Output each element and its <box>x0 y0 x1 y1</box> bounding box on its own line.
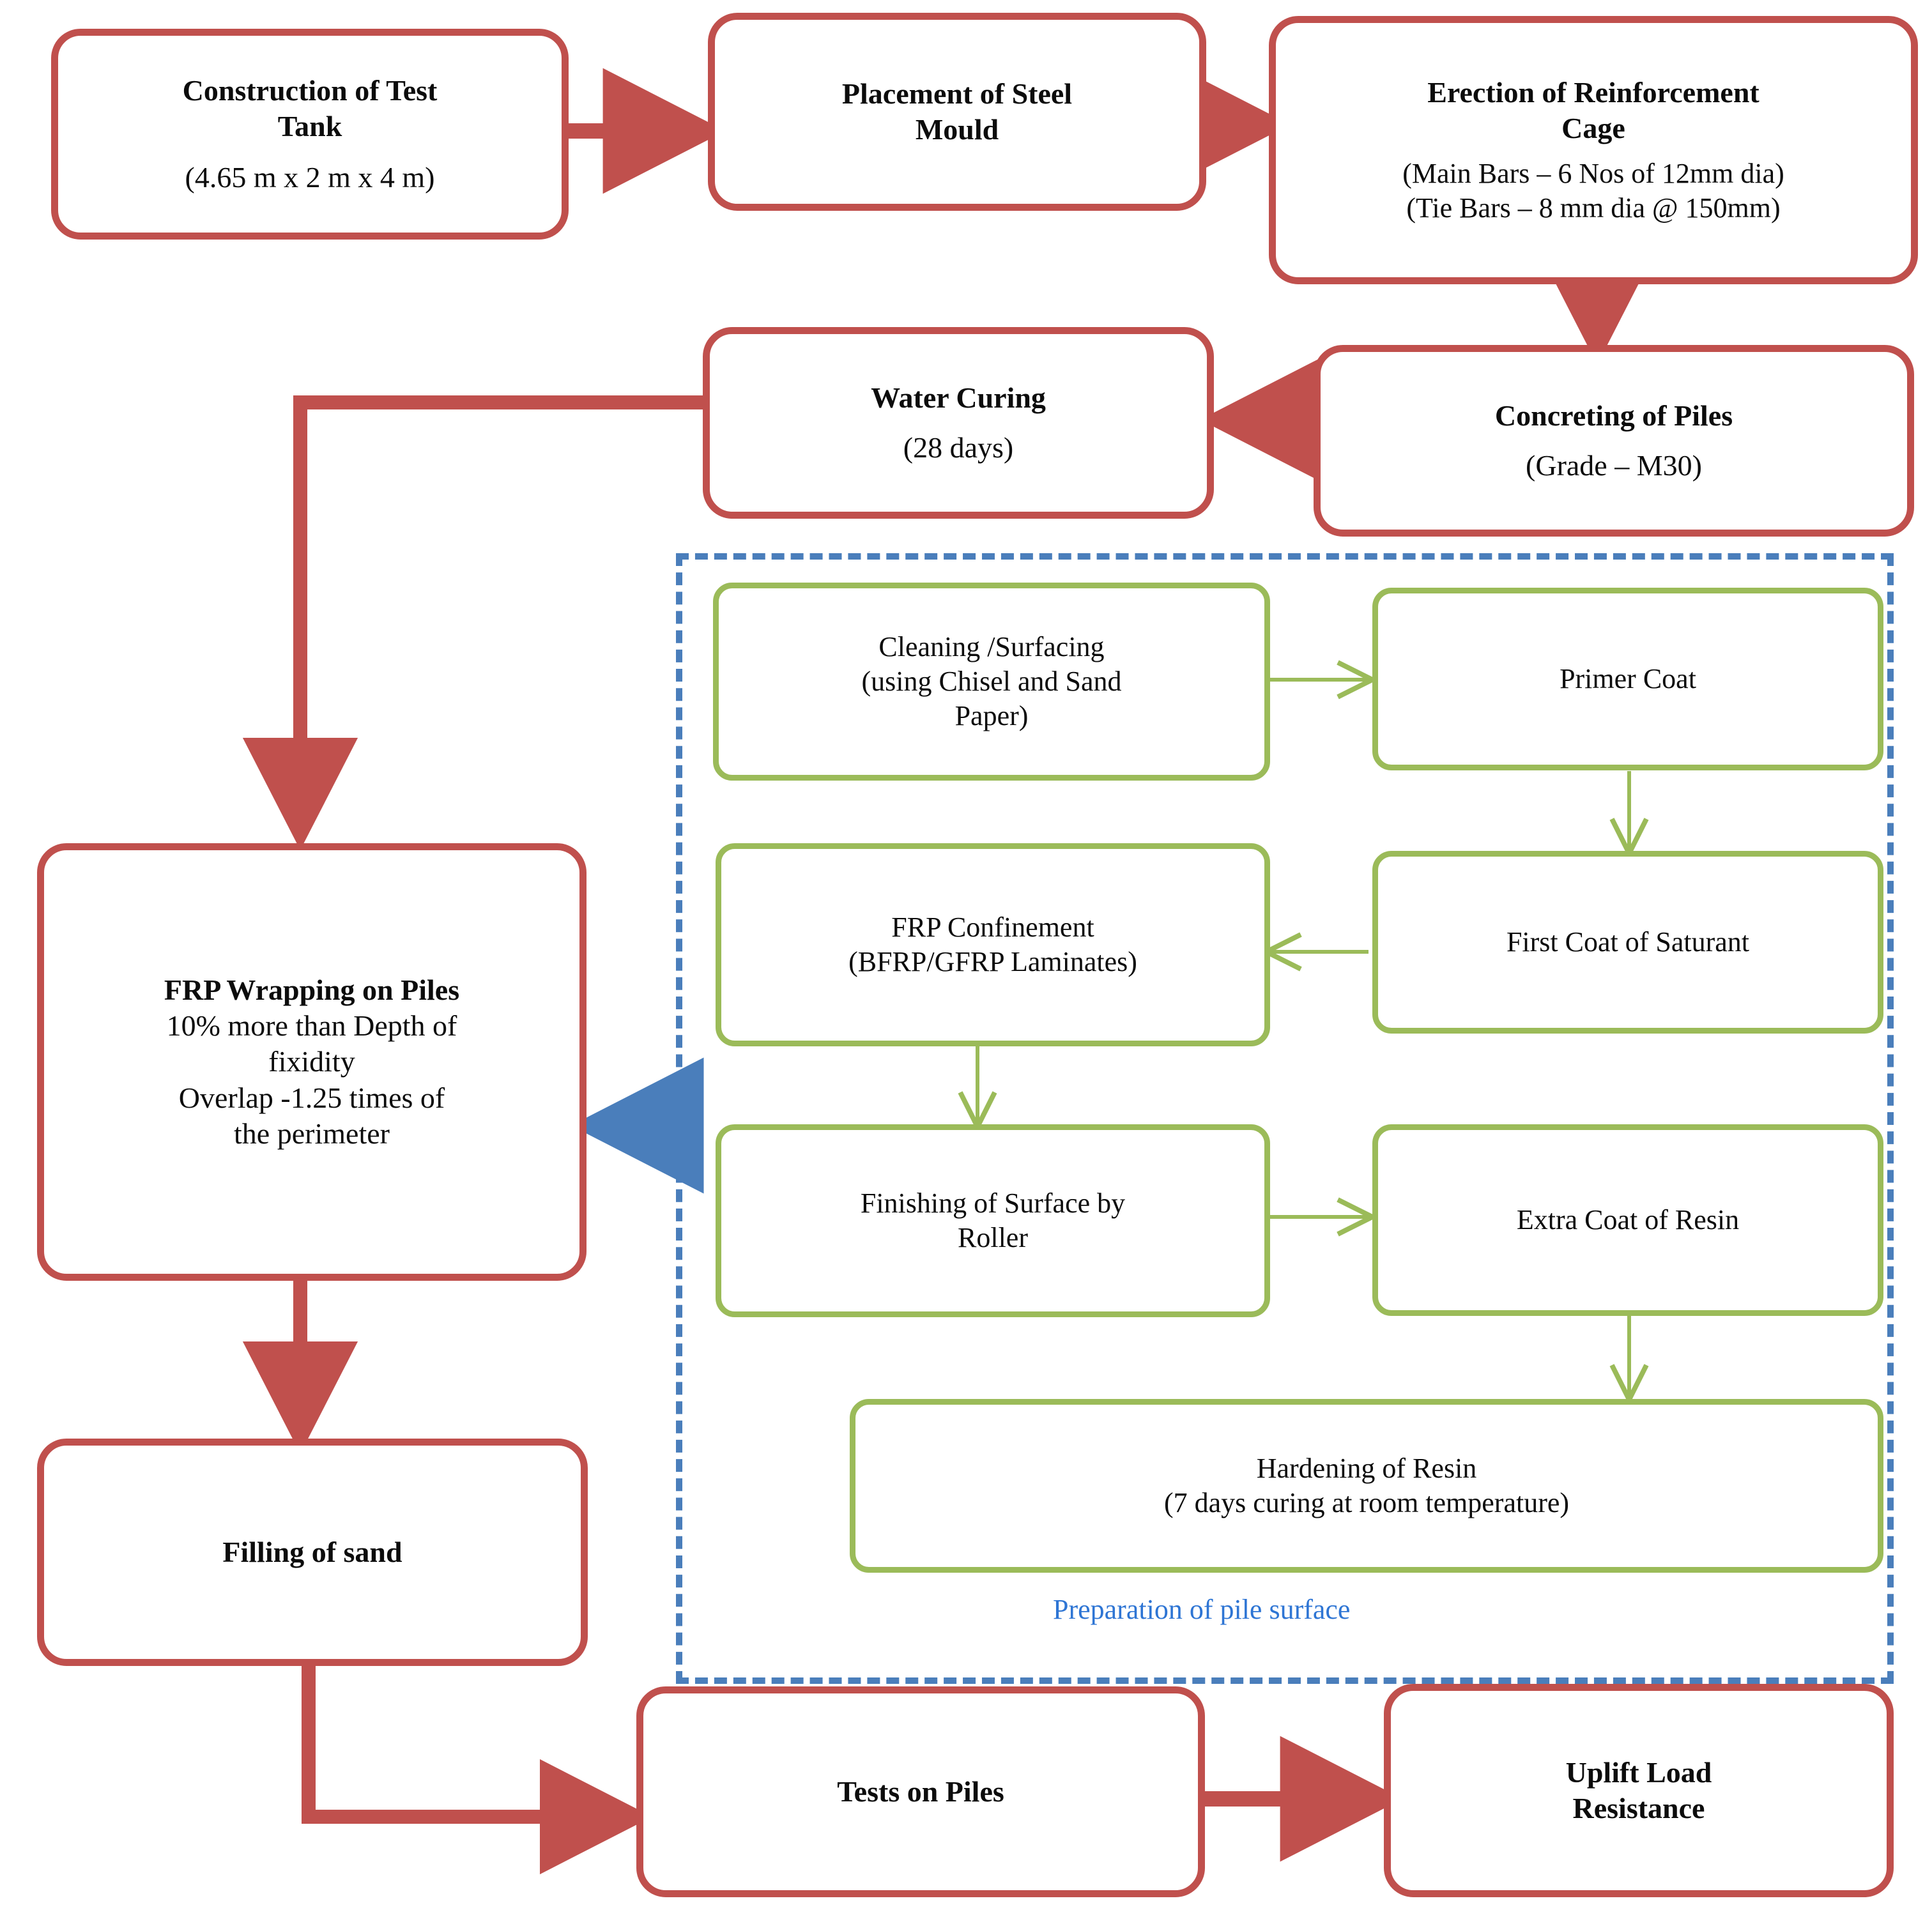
node-line: (Grade – M30) <box>1526 449 1702 482</box>
node-line: (Main Bars – 6 Nos of 12mm dia) <box>1402 158 1784 190</box>
node-tests-on-piles[interactable]: Tests on Piles <box>636 1686 1205 1897</box>
node-concreting-of-piles[interactable]: Concreting of Piles (Grade – M30) <box>1314 345 1914 537</box>
node-uplift-load-resistance[interactable]: Uplift Load Resistance <box>1384 1684 1894 1897</box>
node-line: Overlap -1.25 times of <box>178 1081 445 1114</box>
node-line: Construction of Test <box>182 73 438 107</box>
node-line: Paper) <box>954 699 1029 731</box>
node-filling-of-sand[interactable]: Filling of sand <box>37 1439 588 1666</box>
node-construction-of-test-tank[interactable]: Construction of Test Tank (4.65 m x 2 m … <box>51 29 569 240</box>
node-line: Water Curing <box>871 381 1046 414</box>
node-line: Cage <box>1561 112 1625 145</box>
node-line: (4.65 m x 2 m x 4 m) <box>185 161 435 194</box>
node-line: fixidity <box>268 1045 355 1078</box>
node-line: Cleaning /Surfacing <box>878 631 1105 663</box>
node-line: FRP Confinement <box>891 912 1094 944</box>
node-line: Primer Coat <box>1560 663 1696 695</box>
node-line: (Tie Bars – 8 mm dia @ 150mm) <box>1406 192 1781 224</box>
node-cleaning-surfacing[interactable]: Cleaning /Surfacing (using Chisel and Sa… <box>713 583 1270 781</box>
node-frp-confinement[interactable]: FRP Confinement (BFRP/GFRP Laminates) <box>716 843 1270 1046</box>
node-erection-of-reinforcement-cage[interactable]: Erection of Reinforcement Cage (Main Bar… <box>1269 16 1918 284</box>
node-line: Concreting of Piles <box>1494 399 1733 432</box>
node-line: (BFRP/GFRP Laminates) <box>848 946 1137 977</box>
node-line: Roller <box>958 1222 1028 1253</box>
node-primer-coat[interactable]: Primer Coat <box>1372 588 1883 770</box>
node-frp-wrapping-on-piles[interactable]: FRP Wrapping on Piles 10% more than Dept… <box>37 843 586 1281</box>
node-line: Hardening of Resin <box>1256 1453 1477 1485</box>
node-line: Placement of Steel <box>841 77 1073 110</box>
node-line: Tests on Piles <box>837 1775 1004 1808</box>
node-placement-of-steel-mould[interactable]: Placement of Steel Mould <box>708 13 1206 211</box>
node-line: FRP Wrapping on Piles <box>164 974 460 1007</box>
node-line: Uplift Load <box>1565 1755 1712 1789</box>
node-water-curing[interactable]: Water Curing (28 days) <box>703 327 1214 519</box>
node-line: Erection of Reinforcement <box>1427 76 1759 109</box>
node-line: Tank <box>277 109 342 142</box>
node-line: 10% more than Depth of <box>166 1009 457 1043</box>
node-first-coat-of-saturant[interactable]: First Coat of Saturant <box>1372 851 1883 1034</box>
node-line: the perimeter <box>234 1117 390 1150</box>
node-line: Resistance <box>1572 1792 1705 1824</box>
node-line: (using Chisel and Sand <box>861 666 1122 698</box>
edge-water-curing-to-frp-wrapping <box>242 395 707 850</box>
preparation-group-label: Preparation of pile surface <box>1053 1594 1351 1625</box>
node-line: Filling of sand <box>222 1535 402 1568</box>
node-hardening-of-resin[interactable]: Hardening of Resin (7 days curing at roo… <box>850 1399 1883 1573</box>
node-line: Finishing of Surface by <box>860 1188 1126 1219</box>
node-line: Mould <box>915 113 999 146</box>
node-line: First Coat of Saturant <box>1506 926 1750 958</box>
edge-filling-of-sand-to-tests-on-piles <box>302 1666 652 1875</box>
node-line: (7 days curing at room temperature) <box>1163 1487 1570 1518</box>
node-line: (28 days) <box>903 431 1014 464</box>
node-line: Extra Coat of Resin <box>1516 1204 1740 1236</box>
node-finishing-of-surface-by-roller[interactable]: Finishing of Surface by Roller <box>716 1124 1270 1317</box>
node-extra-coat-of-resin[interactable]: Extra Coat of Resin <box>1372 1124 1883 1316</box>
